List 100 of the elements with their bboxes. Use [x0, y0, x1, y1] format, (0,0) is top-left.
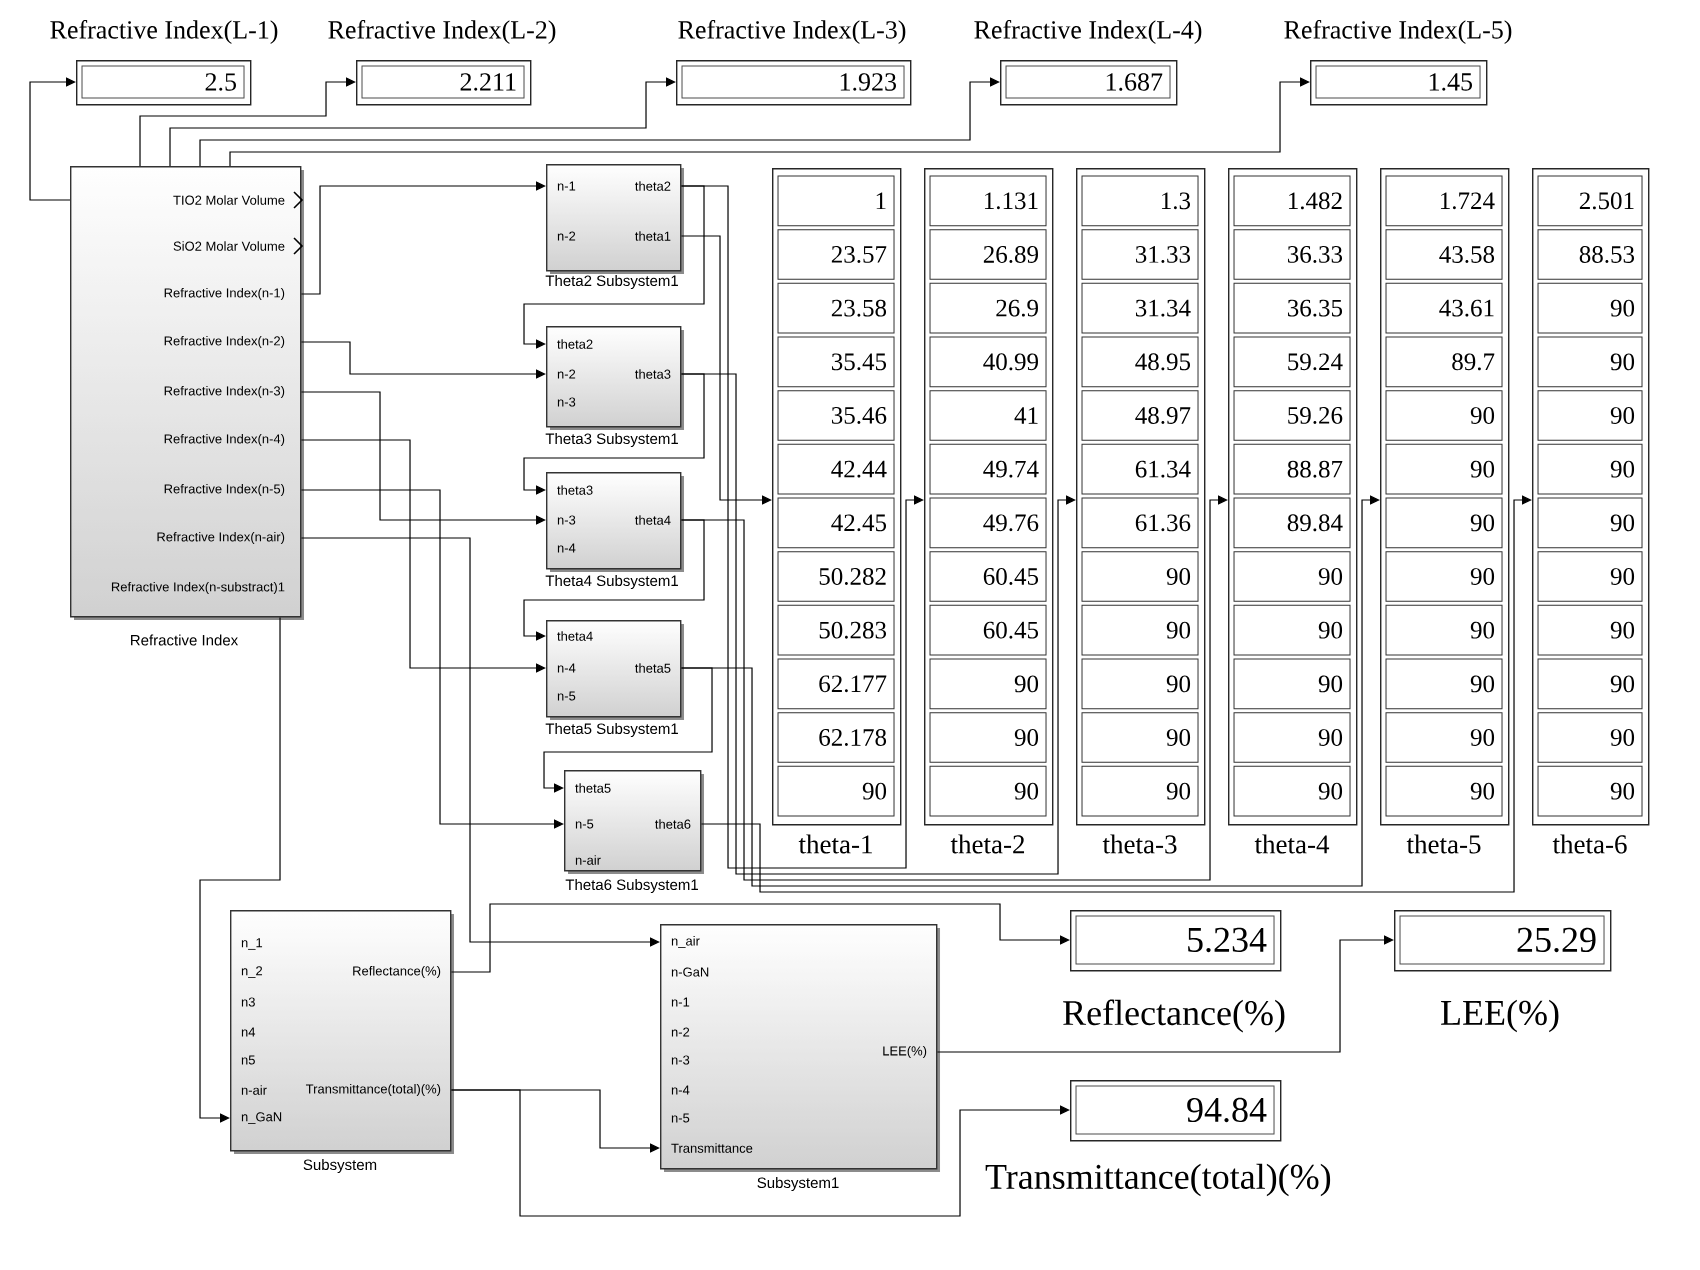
cell-value: 26.89 — [983, 246, 1038, 263]
cell-value: 90 — [1470, 514, 1495, 532]
cell-value: 31.34 — [1135, 299, 1191, 317]
column-caption: theta-2 — [950, 834, 1025, 854]
cell-value: 90 — [1318, 568, 1343, 585]
cell-value: 90 — [1470, 568, 1495, 585]
cell-value: 90 — [862, 782, 887, 800]
cell-value: 1.482 — [1288, 192, 1342, 210]
cell-value: 43.61 — [1439, 299, 1494, 317]
cell-value: 35.46 — [831, 407, 887, 424]
signal-line — [936, 935, 1394, 1053]
column-caption: theta-3 — [1102, 834, 1177, 854]
cell-value: 48.97 — [1135, 407, 1191, 424]
cell-value: 50.283 — [819, 621, 887, 639]
display-value: 1.923 — [840, 73, 896, 91]
cell-value: 40.99 — [983, 353, 1038, 371]
display-title: Refractive Index(L-3) — [678, 20, 906, 44]
cell-value: 42.44 — [831, 460, 887, 478]
cell-value: 61.34 — [1135, 460, 1191, 478]
signal-line — [680, 185, 924, 869]
signal-line — [229, 77, 1310, 167]
cell-value: 43.58 — [1439, 246, 1495, 263]
cell-value: 90 — [1610, 675, 1635, 693]
signal-line — [450, 1089, 1070, 1217]
column-caption: theta-6 — [1552, 834, 1627, 854]
signal-line — [300, 537, 660, 947]
cell-value: 90 — [1470, 460, 1495, 478]
cell-value: 90 — [1166, 782, 1191, 800]
cell-value: 2.501 — [1579, 192, 1634, 210]
signal-line — [680, 495, 1380, 887]
cell-value: 90 — [1610, 621, 1635, 639]
signal-line — [139, 77, 356, 167]
display-caption: LEE(%) — [1441, 999, 1559, 1033]
cell-value: 90 — [1470, 782, 1495, 800]
cell-value: 61.36 — [1135, 514, 1191, 532]
cell-value: 1.724 — [1440, 192, 1495, 210]
signal-line — [523, 373, 705, 495]
cell-value: 90 — [1610, 353, 1635, 371]
cell-value: 90 — [1610, 782, 1635, 800]
display-value: 2.211 — [460, 73, 516, 91]
column-caption: theta-5 — [1406, 834, 1481, 854]
cell-value: 36.35 — [1287, 299, 1343, 317]
display-value: 1.45 — [1429, 73, 1472, 91]
cell-value: 89.7 — [1452, 353, 1495, 371]
signal-line — [523, 185, 705, 349]
cell-value: 89.84 — [1287, 514, 1343, 532]
cell-value: 26.9 — [996, 299, 1038, 317]
cell-value: 90 — [1318, 621, 1343, 639]
display-value: 25.29 — [1517, 927, 1596, 953]
cell-value: 90 — [1610, 514, 1635, 532]
signal-line — [300, 181, 546, 295]
cell-value: 90 — [1166, 675, 1191, 693]
cell-value: 23.58 — [831, 299, 887, 317]
cell-value: 1.131 — [984, 192, 1038, 210]
cell-value: 90 — [1470, 675, 1495, 693]
cell-value: 90 — [1610, 460, 1635, 478]
column-caption: theta-1 — [798, 834, 872, 854]
signal-line — [523, 519, 705, 641]
display-caption: Reflectance(%) — [1063, 999, 1285, 1033]
cell-value: 60.45 — [983, 621, 1039, 639]
cell-value: 23.57 — [831, 246, 887, 263]
cell-value: 49.74 — [983, 460, 1039, 478]
signal-line — [300, 341, 546, 379]
cell-value: 90 — [1610, 568, 1635, 585]
display-value: 94.84 — [1187, 1097, 1267, 1123]
cell-value: 90 — [1470, 729, 1495, 746]
cell-value: 90 — [1014, 675, 1039, 693]
cell-value: 90 — [1610, 299, 1635, 317]
display-title: Refractive Index(L-1) — [50, 20, 278, 44]
cell-value: 36.33 — [1287, 246, 1343, 263]
cell-value: 90 — [1318, 675, 1343, 693]
cell-value: 90 — [1470, 621, 1495, 639]
display-value: 2.5 — [205, 73, 236, 91]
column-caption: theta-4 — [1254, 834, 1330, 854]
cell-value: 88.87 — [1287, 460, 1343, 478]
cell-value: 49.76 — [983, 514, 1039, 532]
display-value: 5.234 — [1188, 927, 1267, 953]
signal-line — [680, 495, 1228, 881]
cell-value: 59.24 — [1288, 353, 1343, 371]
signal-line — [300, 439, 546, 673]
cell-value: 88.53 — [1579, 246, 1635, 263]
signal-line — [450, 903, 1070, 973]
signal-line — [680, 373, 1076, 875]
cell-value: 90 — [1318, 729, 1343, 746]
cell-value: 59.26 — [1288, 407, 1343, 424]
cell-value: 60.45 — [983, 568, 1039, 585]
signal-line — [300, 391, 546, 525]
cell-value: 50.282 — [819, 568, 886, 585]
signal-line — [29, 77, 76, 201]
cell-value: 90 — [1318, 782, 1343, 800]
cell-value: 42.45 — [831, 514, 887, 532]
signal-line — [300, 489, 564, 829]
signal-line — [543, 667, 713, 793]
signal-line — [680, 235, 772, 505]
cell-value: 35.45 — [831, 353, 887, 371]
cell-value: 90 — [1610, 407, 1635, 424]
cell-value: 62.178 — [819, 729, 887, 746]
display-title: Refractive Index(L-4) — [974, 20, 1202, 44]
cell-value: 1 — [876, 192, 886, 210]
display-value: 1.687 — [1106, 73, 1163, 91]
